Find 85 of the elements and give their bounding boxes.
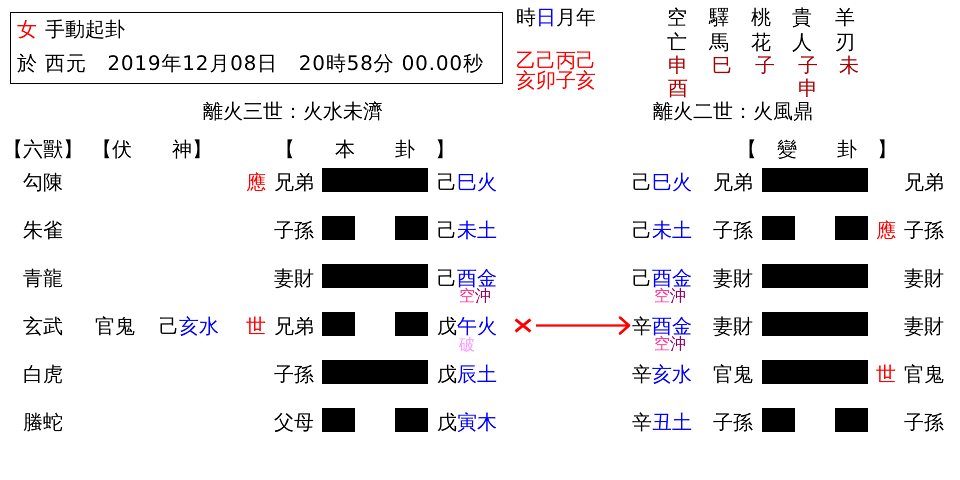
relation-label: 子孫 (713, 410, 753, 434)
beast-label: 白虎 (23, 362, 63, 386)
relation-label: 妻財 (274, 266, 314, 290)
branch-label: 未 (839, 53, 859, 77)
relation-label: 父母 (274, 410, 314, 434)
branch-label: 丑土 (652, 410, 692, 434)
pillar-header: 日 (536, 5, 556, 29)
status-label: 空 (654, 335, 670, 353)
relation-label: 妻財 (904, 314, 944, 338)
relation-label: 妻財 (713, 266, 753, 290)
branch-label: 亥水 (652, 362, 692, 386)
title-text: 手動起卦 (45, 17, 125, 41)
stem-label: 己 (437, 170, 457, 194)
stem-label: 己 (632, 218, 652, 242)
hexagram-name: 離火二世：火風鼎 (653, 99, 813, 123)
status-label: 空 (654, 287, 670, 305)
status-label: 沖 (670, 335, 686, 353)
pillar-header: 時 (516, 5, 536, 29)
column-header: 【伏 神】 (92, 137, 212, 161)
stem-label: 戊 (437, 362, 457, 386)
beast-label: 玄武 (23, 314, 63, 338)
relation-label: 子孫 (713, 218, 753, 242)
relation-label: 妻財 (713, 314, 753, 338)
column-header: 桃花 (751, 4, 772, 54)
branch-label: 子 (798, 53, 818, 77)
column-header: 羊刃 (835, 4, 856, 54)
position-marker: 世 (246, 314, 266, 338)
position-marker: 應 (246, 170, 266, 194)
relation-label: 官鬼 (713, 362, 753, 386)
beast-label: 勾陳 (23, 170, 63, 194)
stem-label: 戊 (437, 410, 457, 434)
branch-label: 子 (755, 53, 775, 77)
relation-label: 官鬼 (95, 314, 135, 338)
beast-label: 螣蛇 (23, 410, 63, 434)
stem-label: 己 (437, 218, 457, 242)
stem-label: 辛 (632, 314, 652, 338)
status-label: 沖 (670, 287, 686, 305)
column-header: 空亡 (667, 4, 688, 54)
relation-label: 子孫 (274, 218, 314, 242)
position-marker: 應 (876, 218, 896, 242)
status-label: 沖 (475, 287, 491, 305)
stem-label: 己 (159, 314, 179, 338)
relation-label: 子孫 (904, 218, 944, 242)
branch-label: 未土 (652, 218, 692, 242)
relation-label: 子孫 (904, 410, 944, 434)
branch-label: 午火 (457, 314, 497, 338)
branch-label: 亥水 (179, 314, 219, 338)
pillar-header: 月年 (556, 5, 596, 29)
column-header: 驛馬 (709, 4, 730, 54)
branch-label: 申 (668, 53, 688, 77)
gender-label: 女 (17, 17, 37, 41)
stem-label: 辛 (632, 410, 652, 434)
relation-label: 兄弟 (904, 170, 944, 194)
beast-label: 朱雀 (23, 218, 63, 242)
branch-label: 酉 (668, 76, 688, 100)
stem-label: 己 (437, 266, 457, 290)
position-marker: 世 (876, 362, 896, 386)
arrow (536, 316, 630, 335)
column-header: 【六獸】 (3, 137, 83, 161)
relation-label: 兄弟 (713, 170, 753, 194)
branch-label: 未土 (457, 218, 497, 242)
stem-label: 己 (632, 170, 652, 194)
status-label: 空 (459, 287, 475, 305)
branch-label: 巳 (712, 53, 732, 77)
relation-label: 子孫 (274, 362, 314, 386)
stem-label: 戊 (437, 314, 457, 338)
header-box (10, 12, 503, 84)
branch-label: 巳火 (457, 170, 497, 194)
column-header: 貴人 (792, 4, 813, 54)
branch-label: 寅木 (457, 410, 497, 434)
date-text: 於 西元 2019年12月08日 20時58分 00.00秒 (17, 51, 484, 75)
relation-label: 兄弟 (274, 170, 314, 194)
stem-label: 辛 (632, 362, 652, 386)
stem-label: 己 (632, 266, 652, 290)
column-header: 【 變 卦 】 (737, 137, 897, 161)
relation-label: 妻財 (904, 266, 944, 290)
relation-label: 官鬼 (904, 362, 944, 386)
branch-label: 辰土 (457, 362, 497, 386)
hexagram-name: 離火三世：火水未濟 (203, 99, 383, 123)
beast-label: 青龍 (23, 266, 63, 290)
branch-label: 巳火 (652, 170, 692, 194)
column-header: 【 本 卦 】 (275, 137, 455, 161)
status-label: 破 (459, 336, 475, 354)
branch-label: 申 (798, 76, 818, 100)
relation-label: 兄弟 (274, 314, 314, 338)
